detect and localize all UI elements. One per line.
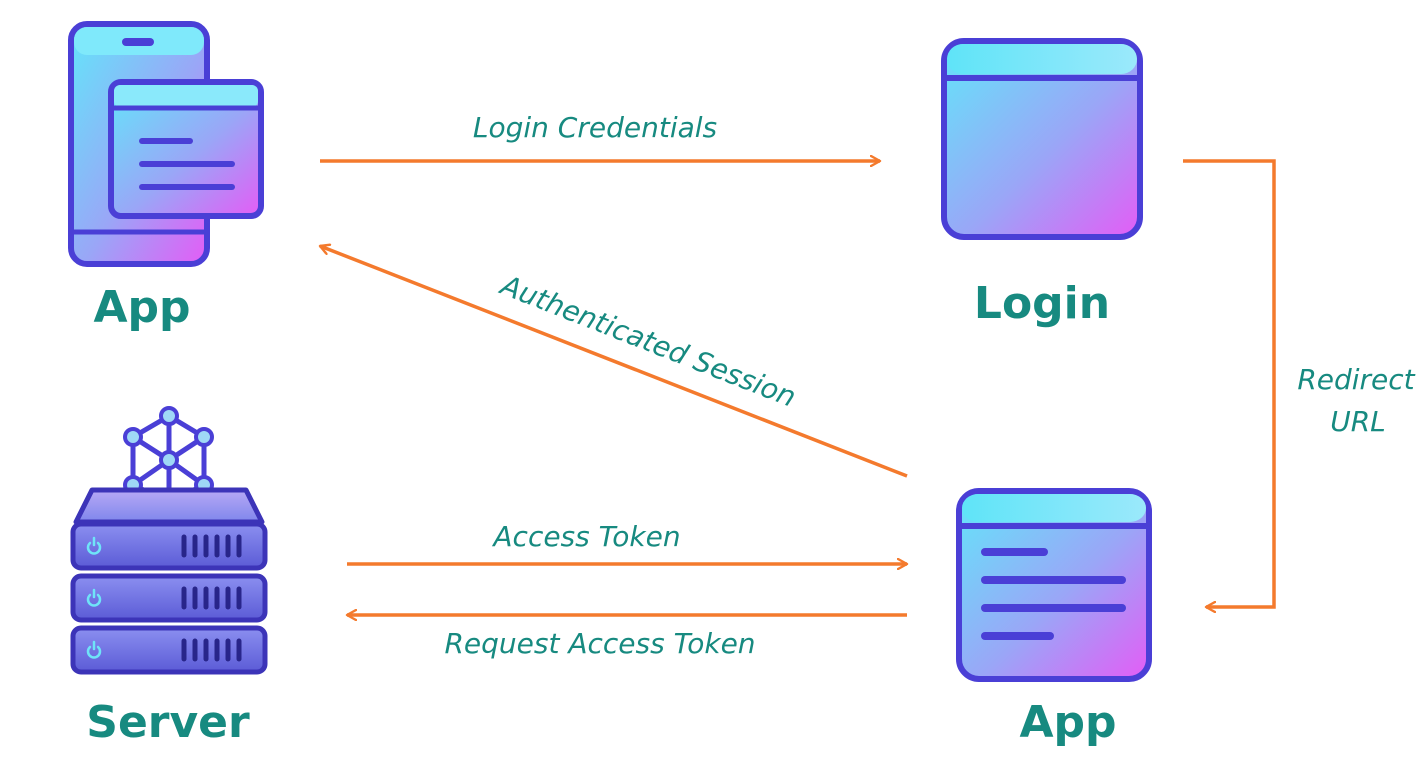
login-label: Login [974, 278, 1110, 329]
server-network-icon [70, 406, 268, 675]
redirect-url-arrow [1183, 159, 1276, 607]
app-top-label: App [93, 282, 190, 333]
access-token-label: Access Token [491, 520, 680, 553]
server-label: Server [86, 697, 250, 748]
authenticated-session-arrow [320, 246, 908, 478]
mobile-app-icon [68, 21, 264, 267]
redirect-url-label-line2: URL [1330, 405, 1386, 438]
authenticated-session-label: Authenticated Session [495, 268, 801, 414]
login-window-icon [941, 38, 1143, 240]
app-window-icon [956, 488, 1152, 682]
request-access-token-label: Request Access Token [444, 627, 755, 660]
login-credentials-label: Login Credentials [473, 111, 717, 144]
redirect-url-label-line1: Redirect [1297, 363, 1415, 396]
app-bottom-label: App [1019, 697, 1116, 748]
